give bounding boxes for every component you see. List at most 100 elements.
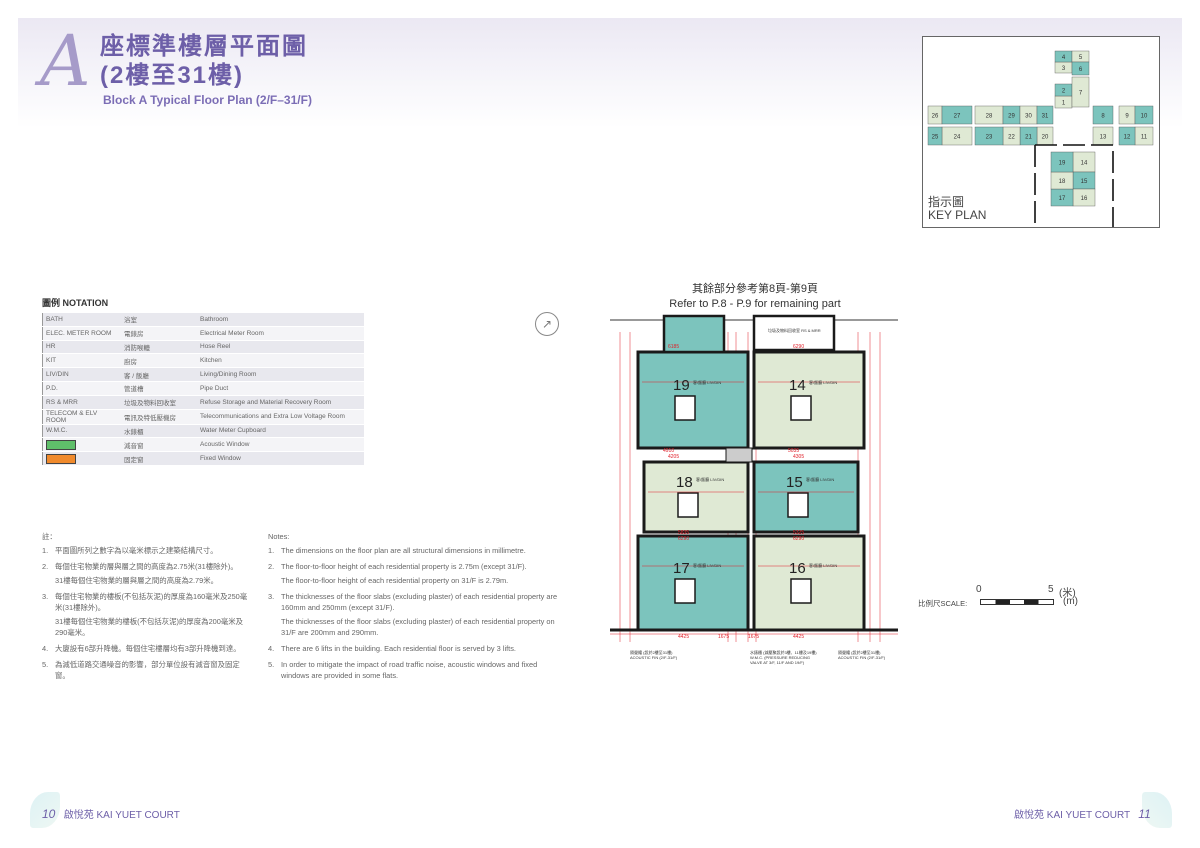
bathroom [674, 395, 696, 421]
dimension-value: 5325 [793, 530, 804, 536]
key-plan-unit [941, 105, 973, 125]
dimension-value: 6290 [678, 536, 689, 542]
note-text: 大廈設有6部升降機。每個住宅樓層均有3部升降機到達。 [55, 644, 241, 653]
notation-abbr: KIT [42, 353, 121, 369]
bathroom [677, 492, 699, 518]
room-label: 客/飯廳 LIV/DIN [809, 562, 837, 568]
note-text: In order to mitigate the impact of road … [281, 660, 538, 680]
note-number: 4. [268, 644, 275, 653]
notation-abbr: ELEC. METER ROOM [42, 326, 121, 341]
notation-en: Telecommunications and Extra Low Voltage… [197, 409, 364, 425]
key-plan-unit-number: 17 [1059, 196, 1066, 202]
key-plan-unit-number: 8 [1101, 114, 1105, 120]
note-number: 3. [42, 592, 49, 601]
key-plan-unit-number: 5 [1079, 55, 1083, 61]
key-plan-unit-number: 22 [1008, 135, 1015, 141]
dimension-value: 6290 [793, 344, 804, 350]
notation-zh: 消防喉轆 [121, 340, 197, 355]
key-plan-unit [974, 126, 1004, 146]
scale-bar: 0 5 (米) 比例尺SCALE: (m) [918, 584, 1088, 614]
note-item: 5.為減低道路交通噪音的影響，部分單位設有減音窗及固定窗。 [42, 659, 254, 681]
dimension-value: 6290 [793, 536, 804, 542]
page-number-right: 11 [1138, 807, 1151, 821]
key-plan-unit [927, 126, 943, 146]
scale-zero: 0 [976, 584, 982, 595]
note-item: 2.The floor-to-floor height of each resi… [268, 561, 560, 586]
notation-en: Electrical Meter Room [197, 326, 364, 341]
notes-list: 1.The dimensions on the floor plan are a… [268, 545, 560, 681]
window-swatch-icon [46, 453, 76, 464]
note-item: 1. 平面圖所列之數字為以毫米標示之建築結構尺寸。 [42, 545, 254, 556]
footer-right: 啟悅苑 KAI YUET COURT 11 [1014, 806, 1151, 821]
key-plan-unit-number: 15 [1081, 179, 1088, 185]
page-number-left: 10 [42, 807, 56, 821]
note-number: 4. [42, 644, 49, 653]
key-plan-unit-number: 30 [1025, 114, 1032, 120]
key-plan-unit [1036, 105, 1054, 125]
room-label: 客/飯廳 LIV/DIN [806, 476, 834, 482]
dimension-value: 4425 [678, 634, 689, 640]
key-plan-label-zh: 指示圖 [928, 195, 965, 209]
note-number: 1. [42, 546, 49, 555]
dimension-value: 4910 [663, 448, 674, 454]
notation-en: Bathroom [197, 313, 364, 327]
title-line-1: 座標準樓層平面圖 [100, 33, 308, 60]
note-text: The thicknesses of the floor slabs (excl… [281, 592, 558, 612]
estate-name-right: 啟悅苑 KAI YUET COURT [1014, 810, 1130, 821]
key-plan-unit-number: 19 [1059, 161, 1066, 167]
refer-note-en: Refer to P.8 - P.9 for remaining part [669, 298, 841, 310]
notation-abbr: BATH [42, 313, 121, 327]
notation-zh: 廚房 [121, 353, 197, 369]
notation-en: Acoustic Window [197, 437, 364, 453]
note-text: 每個住宅物業的層與層之間的高度為2.75米(31樓除外)。 [55, 562, 238, 571]
note-text: 為減低道路交通噪音的影響，部分單位設有減音窗及固定窗。 [55, 660, 240, 680]
notation-abbr: HR [42, 340, 121, 355]
notation-en: Kitchen [197, 353, 364, 369]
note-text: The floor-to-floor height of each reside… [281, 562, 527, 571]
key-plan-unit-number: 6 [1079, 67, 1083, 73]
room-label: 客/飯廳 LIV/DIN [696, 476, 724, 482]
key-plan-unit-number: 28 [986, 114, 993, 120]
dimension-value: 4205 [668, 454, 679, 460]
notation-abbr: P.D. [42, 381, 121, 396]
key-plan-unit-number: 9 [1125, 114, 1129, 120]
notes-zh: 註：1.平面圖所列之數字為以毫米標示之建築結構尺寸。2.每個住宅物業的層與層之間… [42, 531, 254, 686]
key-plan-unit-number: 14 [1081, 161, 1088, 167]
room-label: 客/飯廳 LIV/DIN [693, 562, 721, 568]
notation-zh: 固定窗 [121, 451, 197, 466]
note-item: 4. There are 6 lifts in the building. Eac… [268, 643, 560, 654]
note-item: 4. 大廈設有6部升降機。每個住宅樓層均有3部升降機到達。 [42, 643, 254, 654]
notation-en: Refuse Storage and Material Recovery Roo… [197, 395, 364, 410]
rs-mrr-room [752, 314, 836, 352]
note-number: 5. [268, 660, 275, 669]
key-plan-unit-number: 10 [1141, 114, 1148, 120]
footer-left: 10 啟悅苑 KAI YUET COURT [42, 806, 180, 821]
key-plan-unit [1092, 105, 1114, 125]
bathroom [674, 578, 696, 604]
note-text: The dimensions on the floor plan are all… [281, 546, 526, 555]
key-plan-highlight-frame [1034, 144, 1114, 227]
notation-en: Pipe Duct [197, 381, 364, 396]
notation-abbr: RS & MRR [42, 395, 121, 410]
notation-zh: 水錶櫃 [121, 424, 197, 439]
note-text: There are 6 lifts in the building. Each … [281, 644, 516, 653]
refer-note: 其餘部分參考第8頁-第9頁 Refer to P.8 - P.9 for rem… [610, 282, 900, 312]
key-plan-unit-number: 7 [1079, 91, 1083, 97]
notes-heading: Notes: [268, 532, 290, 541]
scale-unit-en: (m) [1063, 596, 1078, 607]
scale-label: 比例尺SCALE: [918, 599, 968, 608]
note-text: 平面圖所列之數字為以毫米標示之建築結構尺寸。 [55, 546, 218, 555]
notation-en: Water Meter Cupboard [197, 424, 364, 439]
key-plan-unit-number: 16 [1081, 196, 1088, 202]
